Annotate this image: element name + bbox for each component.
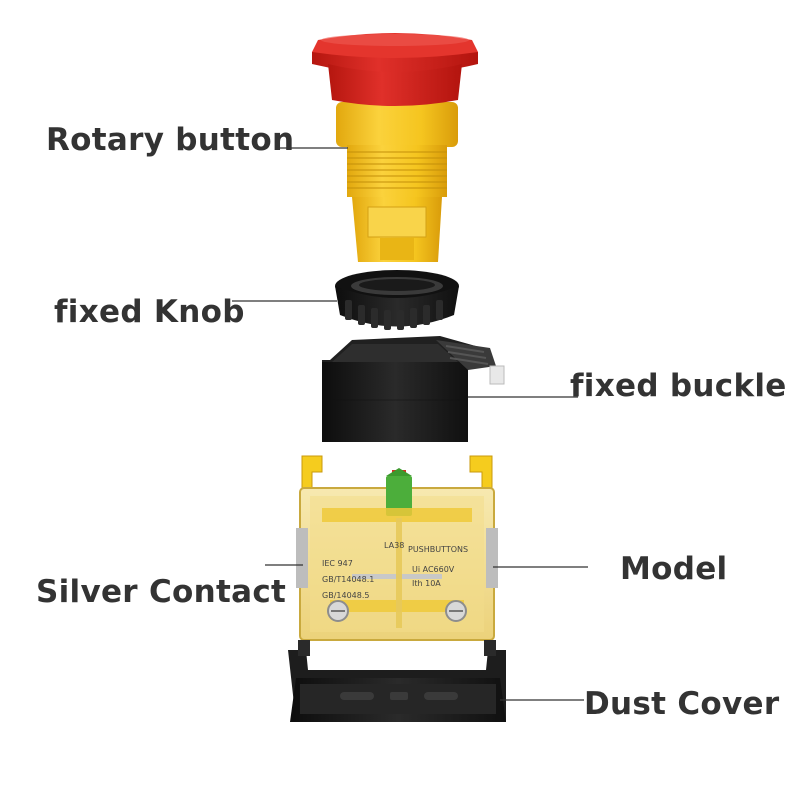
rotary-button-part: [312, 33, 478, 262]
fixed-buckle-part: [322, 336, 505, 442]
label-fixed-buckle: fixed buckle: [570, 368, 787, 404]
marking-gbt1: GB/T14048.1: [322, 575, 374, 584]
marking-brand: LA38: [384, 541, 404, 550]
label-model: Model: [620, 551, 728, 587]
contact-block-part: IEC 947 GB/T14048.1 GB/14048.5 LA38 PUSH…: [296, 455, 498, 641]
label-fixed-knob: fixed Knob: [54, 294, 245, 330]
label-rotary-button: Rotary button: [46, 122, 295, 158]
leader-lines: [232, 147, 588, 701]
marking-voltage: Ui AC660V: [412, 565, 455, 574]
marking-iec: IEC 947: [322, 559, 353, 568]
marking-type: PUSHBUTTONS: [408, 545, 468, 554]
label-dust-cover: Dust Cover: [584, 686, 780, 722]
fixed-knob-part: [335, 270, 459, 330]
marking-current: Ith 10A: [412, 579, 441, 588]
dust-cover-part: [288, 640, 506, 722]
marking-gbt2: GB/14048.5: [322, 591, 369, 600]
label-silver-contact: Silver Contact: [36, 574, 287, 610]
